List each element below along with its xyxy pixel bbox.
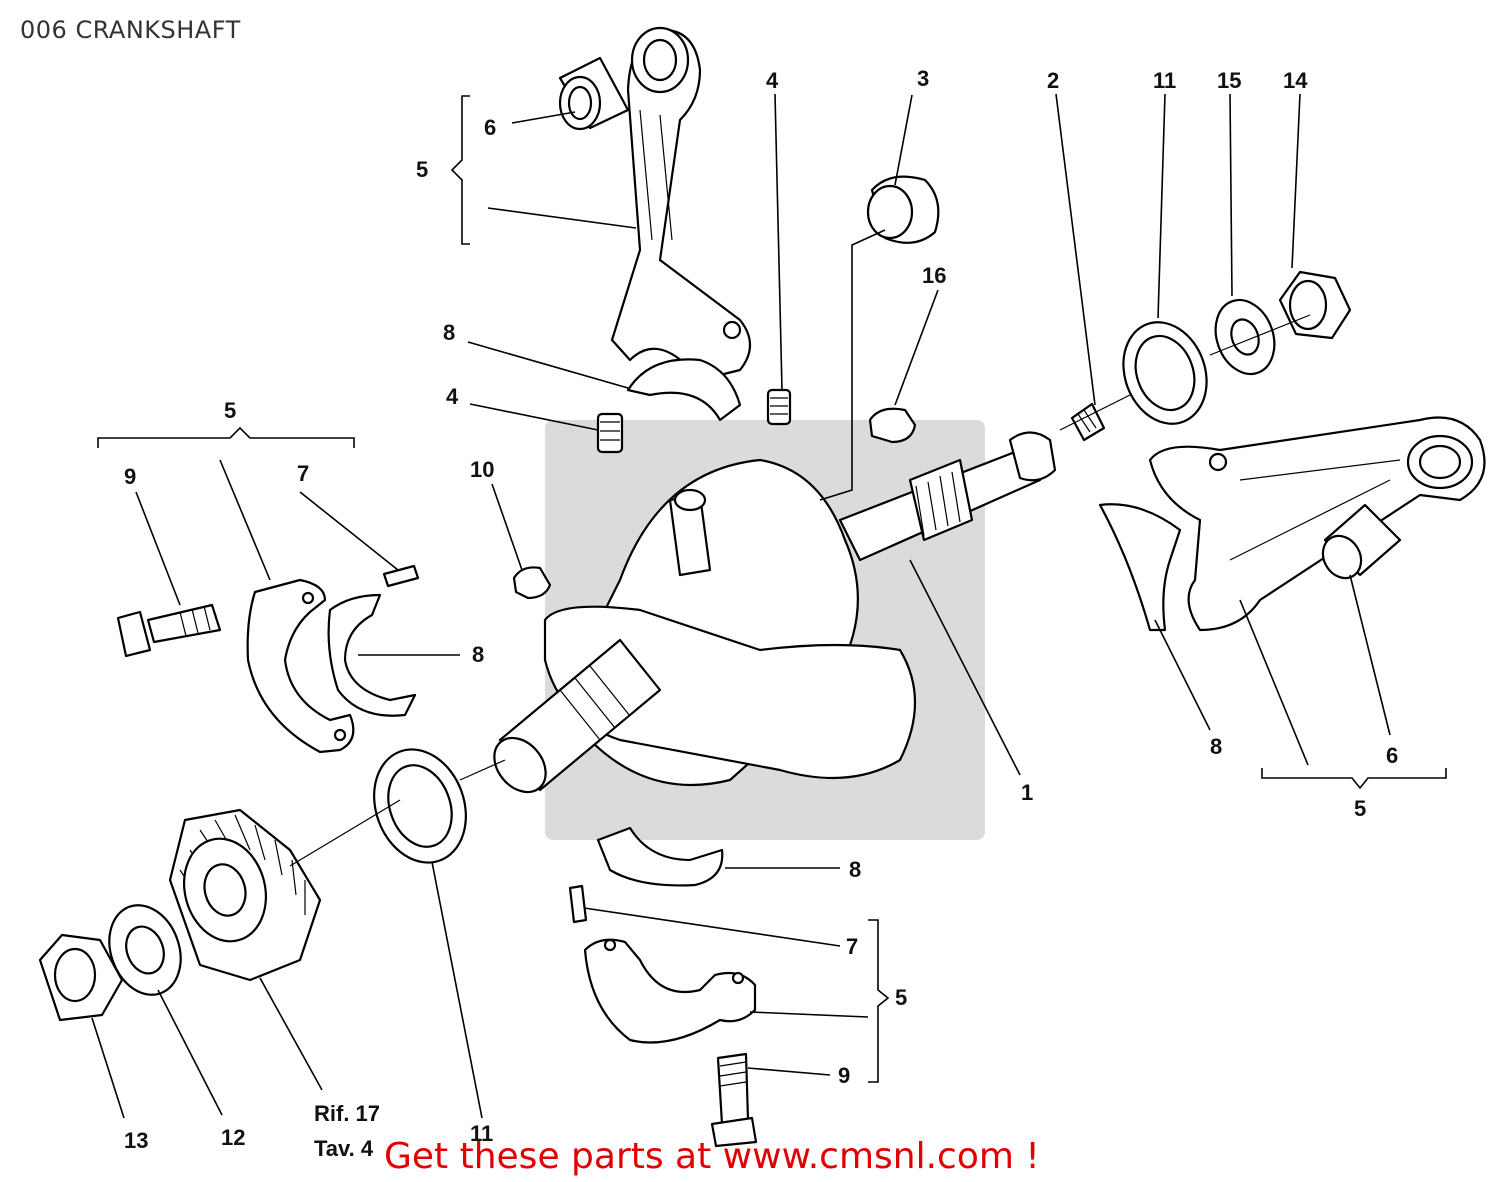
callout-8: 8: [472, 642, 484, 667]
shim-11-lower: [373, 748, 467, 864]
callout-6: 6: [484, 115, 496, 140]
callout-5: 5: [224, 398, 236, 423]
callout-3: 3: [917, 66, 929, 91]
callout-7: 7: [297, 461, 309, 486]
small-end-bushing-right: [1321, 503, 1402, 580]
callout-13: 13: [124, 1128, 148, 1153]
callout-10: 10: [470, 457, 494, 482]
callout-5: 5: [416, 157, 428, 182]
shim-11-upper: [1122, 321, 1208, 425]
leader-lines: [91, 93, 1447, 1119]
rod-cap-5-left: [246, 578, 355, 754]
callouts: 6 5 4 3 2 11 15 14 16 8 4 5 9 7 10 8 1 8…: [124, 66, 1398, 1161]
crankshaft-1: [493, 431, 1057, 794]
plug-3: [866, 175, 940, 244]
bearing-shell-8-lower: [596, 826, 724, 887]
callout-14: 14: [1283, 68, 1308, 93]
rod-cap-5-lower: [583, 938, 757, 1044]
callout-5: 5: [895, 985, 907, 1010]
callout-8: 8: [849, 857, 861, 882]
footer-link-text[interactable]: Get these parts at www.cmsnl.com !: [384, 1136, 1040, 1177]
washer-12: [108, 904, 182, 996]
callout-4: 4: [766, 68, 779, 93]
callout-8: 8: [1210, 734, 1222, 759]
small-end-bushing-upper: [558, 56, 630, 131]
grub-screw-2: [1070, 402, 1106, 442]
callout-12: 12: [221, 1125, 245, 1150]
reference-note-line2: Tav. 4: [314, 1136, 374, 1161]
bearing-shell-8-upper: [626, 358, 742, 422]
callout-9: 9: [838, 1063, 850, 1088]
connecting-rod-upper: [610, 26, 752, 382]
key-10: [512, 566, 552, 600]
bearing-shell-8-left: [327, 593, 417, 717]
cap-bolt-9-left: [116, 603, 222, 658]
callout-15: 15: [1217, 68, 1241, 93]
callout-1: 1: [1021, 780, 1033, 805]
connecting-rod-right: [1148, 416, 1486, 632]
timing-gear: [168, 808, 322, 982]
callout-8: 8: [443, 320, 455, 345]
washer-15: [1214, 298, 1276, 376]
nut-13: [38, 933, 124, 1022]
callout-2: 2: [1047, 68, 1059, 93]
bearing-shell-8-right: [1098, 503, 1182, 632]
callout-9: 9: [124, 464, 136, 489]
dowel-7-left: [382, 564, 420, 588]
callout-16: 16: [922, 263, 946, 288]
callout-6: 6: [1386, 743, 1398, 768]
grub-screw-4-right: [766, 388, 792, 426]
reference-note-line1: Rif. 17: [314, 1101, 380, 1126]
callout-5: 5: [1354, 796, 1366, 821]
callout-11: 11: [470, 1121, 493, 1146]
dowel-7-lower: [568, 884, 588, 924]
grub-screw-4-left: [596, 412, 624, 454]
callout-11: 11: [1153, 68, 1176, 93]
page-title: 006 CRANKSHAFT: [20, 16, 241, 44]
nut-14: [1278, 270, 1352, 340]
key-16: [868, 407, 917, 444]
callout-7: 7: [846, 934, 858, 959]
cap-bolt-9-lower: [710, 1052, 758, 1148]
callout-4: 4: [446, 384, 459, 409]
